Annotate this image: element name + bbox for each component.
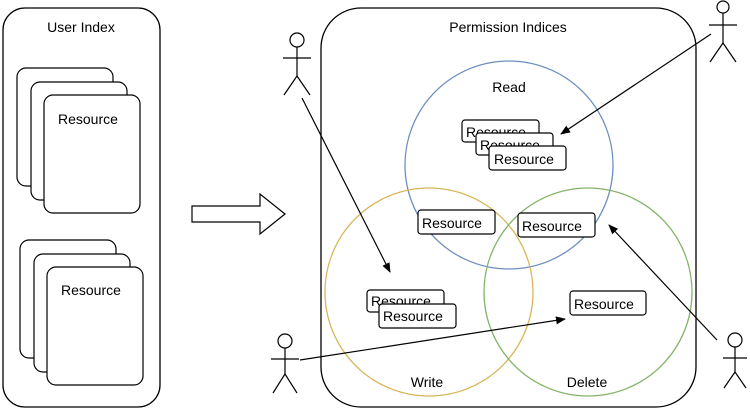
permission-indices-title: Permission Indices — [449, 19, 567, 35]
stick-figure-icon — [271, 333, 299, 394]
access-arrow-read — [560, 33, 712, 135]
resource-stack-top: Resource — [16, 67, 141, 214]
delete-label: Delete — [567, 374, 608, 390]
resource-stack-bottom-label: Resource — [61, 282, 121, 298]
access-arrow-read-delete — [608, 224, 718, 341]
write-circle — [324, 187, 534, 397]
read-write-resource: Resource — [417, 209, 496, 235]
resource-label: Resource — [574, 296, 634, 312]
write-label: Write — [411, 374, 444, 390]
right-block-arrow-icon — [191, 192, 286, 236]
user-index-title: User Index — [47, 19, 115, 35]
resource-label: Resource — [494, 151, 554, 167]
read-delete-resource: Resource — [517, 212, 596, 238]
resource-label: Resource — [422, 215, 482, 231]
stick-figure-icon — [709, 0, 737, 63]
access-arrow-write — [301, 97, 391, 273]
read-circle — [404, 60, 614, 270]
permission-indices-frame — [320, 7, 697, 408]
stick-figure-icon — [283, 32, 311, 96]
user-index-panel: User Index Resource Resource — [2, 7, 161, 408]
read-resource-stack: Resource Resource Resource — [461, 119, 567, 171]
resource-label: Resource — [383, 308, 443, 324]
stick-figure-icon — [723, 332, 747, 389]
access-arrow-delete — [299, 316, 566, 361]
write-resource-stack: Resource Resource — [366, 289, 457, 329]
resource-stack-top-label: Resource — [58, 111, 118, 127]
read-label: Read — [492, 79, 525, 95]
resource-label: Resource — [522, 218, 582, 234]
resource-stack-bottom: Resource — [19, 239, 144, 386]
resource-card — [46, 266, 144, 386]
delete-resource: Resource — [569, 290, 647, 316]
permission-indices-panel: Permission Indices Read Write Delete Res… — [320, 7, 697, 408]
resource-card — [43, 94, 141, 214]
delete-circle — [483, 187, 693, 397]
